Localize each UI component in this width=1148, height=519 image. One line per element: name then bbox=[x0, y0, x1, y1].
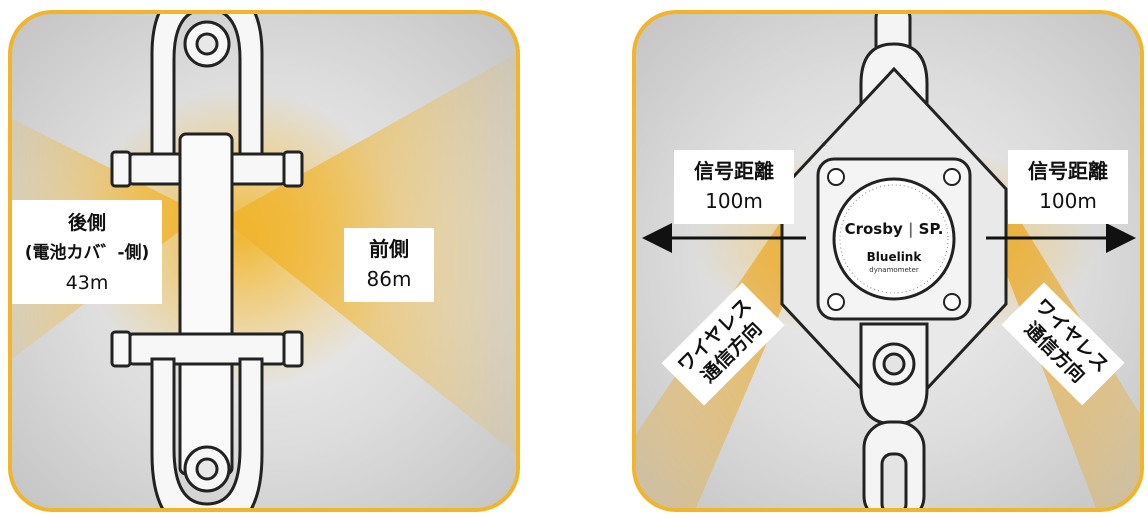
dynamometer-icon bbox=[832, 177, 956, 301]
dynamometer-diagram bbox=[636, 14, 1140, 508]
signal-distance-right: 信号距離 100m bbox=[1008, 150, 1128, 224]
signal-distance-left-value: 100m bbox=[705, 189, 763, 213]
dial-subtitle: dynamometer bbox=[869, 266, 919, 274]
left-panel: 後側 (電池カバ゛-側) 43m 前側 86m bbox=[8, 10, 520, 512]
signal-distance-right-title: 信号距離 bbox=[1028, 159, 1108, 183]
signal-distance-left: 信号距離 100m bbox=[674, 150, 794, 224]
load-link-body bbox=[178, 132, 234, 476]
signal-distance-right-value: 100m bbox=[1039, 189, 1097, 213]
shackle-icon bbox=[110, 330, 304, 508]
shackle-icon bbox=[859, 322, 929, 508]
front-side-title: 前側 bbox=[369, 237, 409, 261]
front-side-distance: 86m bbox=[366, 267, 412, 291]
rear-side-distance: 43m bbox=[65, 272, 109, 294]
rear-side-note: (電池カバ゛-側) bbox=[24, 243, 150, 263]
rear-side-label: 後側 (電池カバ゛-側) 43m bbox=[12, 200, 162, 304]
dial-product: Bluelink bbox=[866, 250, 922, 264]
dial-brand: Crosby | SP. bbox=[844, 220, 944, 238]
signal-distance-left-title: 信号距離 bbox=[694, 159, 774, 183]
dial-brand-sp: SP. bbox=[918, 220, 944, 238]
rear-side-title: 後側 bbox=[67, 212, 106, 234]
front-side-label: 前側 86m bbox=[344, 228, 434, 302]
dial-brand-name: Crosby bbox=[844, 220, 903, 238]
right-panel: Crosby | SP. Bluelink dynamometer 信号距離 1… bbox=[632, 10, 1144, 512]
